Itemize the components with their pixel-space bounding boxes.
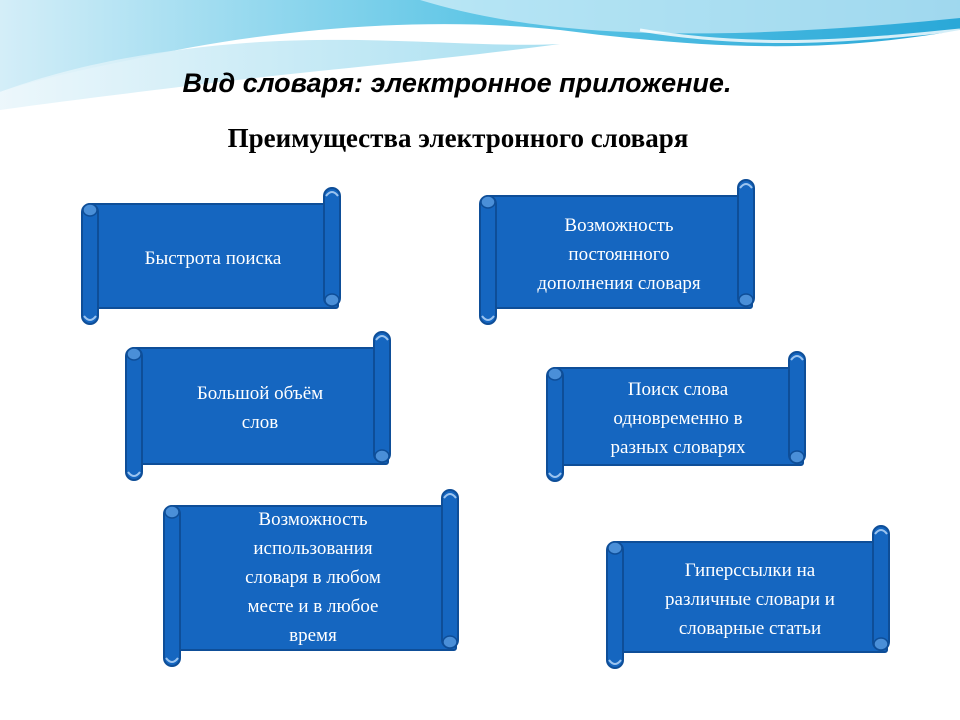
advantage-scroll-hyperlinks: Гиперссылки на различные словари и слова… xyxy=(605,524,891,670)
advantage-text: Гиперссылки на различные словари и слова… xyxy=(665,559,835,639)
scroll-banner-icon xyxy=(125,331,391,481)
advantage-text: Поиск слова одновременно в разных словар… xyxy=(610,379,746,458)
scroll-banner-icon xyxy=(163,489,459,667)
scroll-banner-icon xyxy=(479,179,755,325)
advantage-scroll-multi-search: Поиск слова одновременно в разных словар… xyxy=(545,350,807,483)
advantage-text: Возможность постоянного дополнения слова… xyxy=(537,214,701,294)
scroll-banner-icon xyxy=(546,351,806,482)
advantage-scroll-search-speed: Быстрота поиска xyxy=(80,186,342,326)
slide-subtitle: Преимущества электронного словаря xyxy=(227,123,689,153)
advantage-scroll-large-volume: Большой объём слов xyxy=(124,330,392,482)
advantage-scroll-use-anywhere: Возможность использования словаря в любо… xyxy=(162,488,460,668)
header-wave-decoration xyxy=(0,0,960,111)
slide-title: Вид словаря: электронное приложение. xyxy=(182,68,732,98)
advantage-text: Быстрота поиска xyxy=(144,247,282,269)
advantage-scroll-extendable: Возможность постоянного дополнения слова… xyxy=(478,178,756,326)
advantage-text: Большой объём слов xyxy=(196,383,324,433)
scroll-banner-icon xyxy=(606,525,890,669)
advantage-text: Возможность использования словаря в любо… xyxy=(245,508,381,646)
scroll-banner-icon xyxy=(81,187,341,325)
